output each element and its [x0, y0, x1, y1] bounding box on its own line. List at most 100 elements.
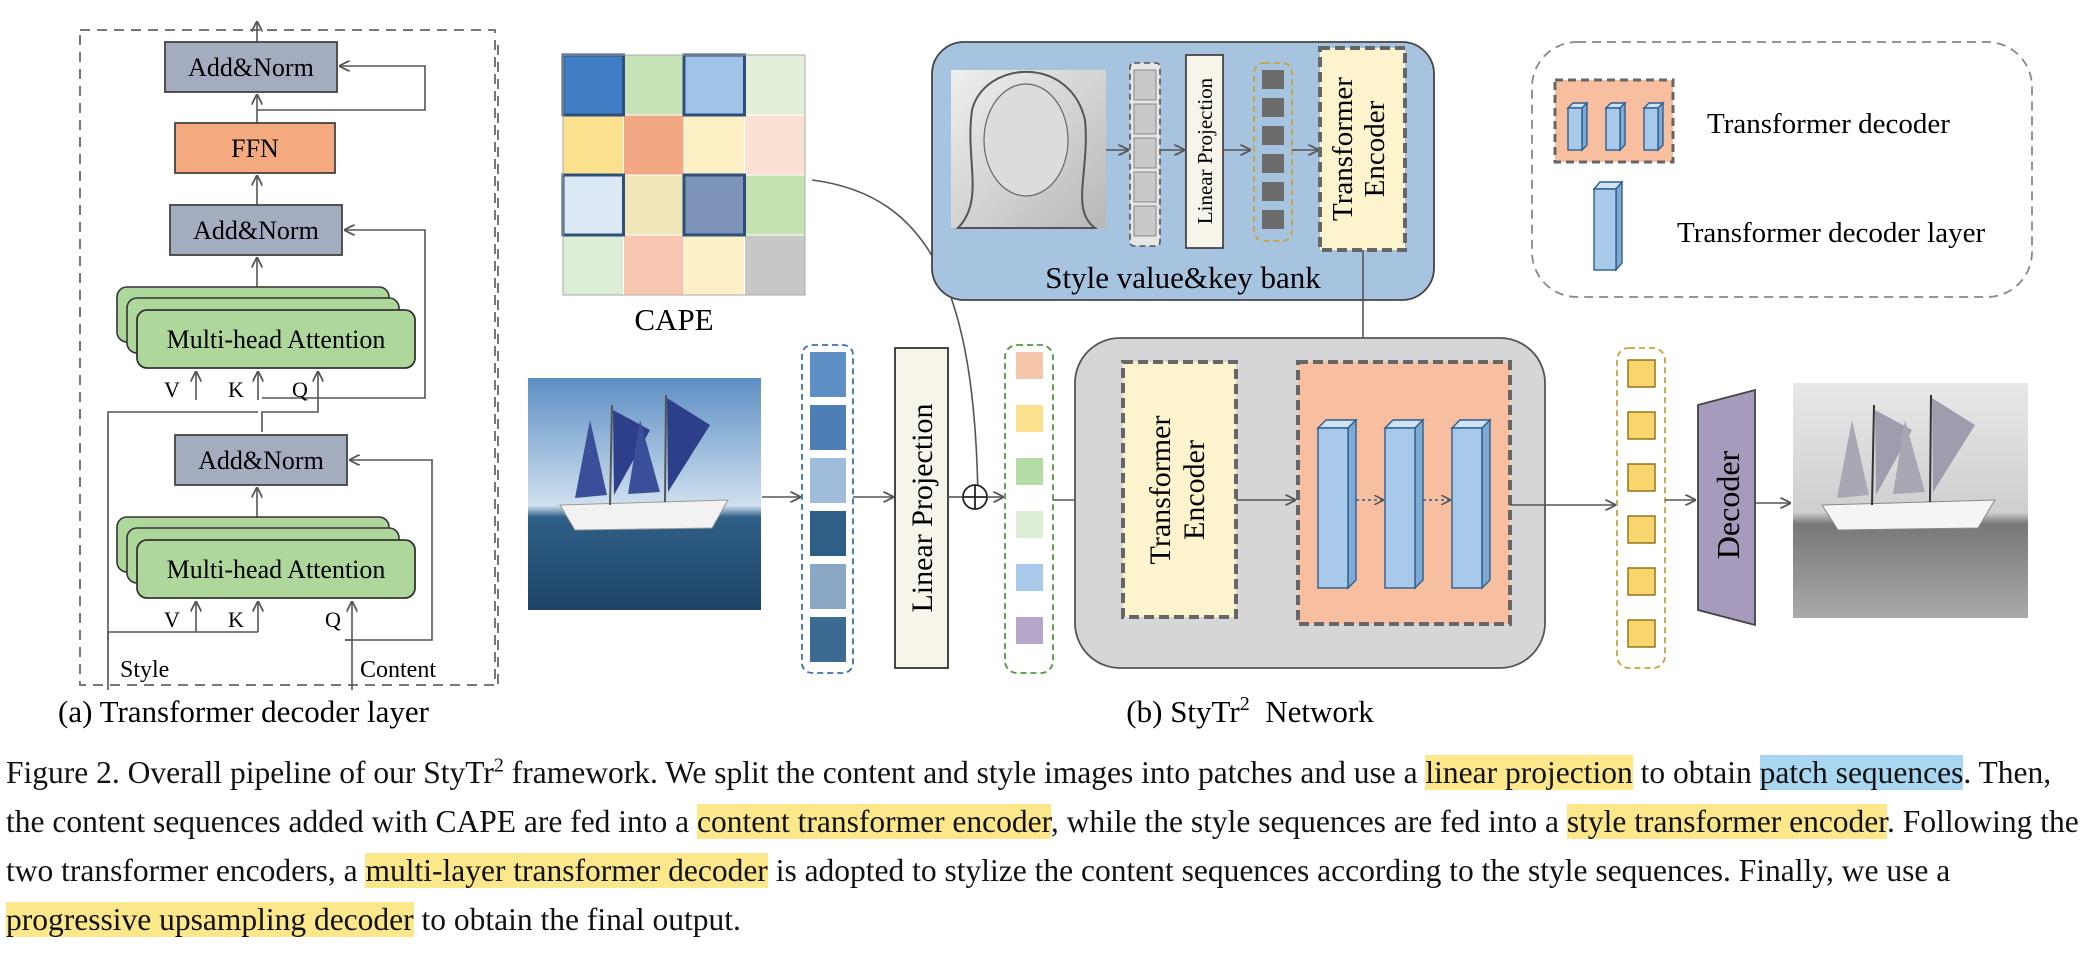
caption-text: is adopted to stylize the content sequen…: [767, 853, 1951, 888]
input-k-lower: K: [228, 607, 244, 632]
content-patch: [810, 564, 846, 609]
cape-highlight: [682, 173, 746, 237]
decoder-layer-prism: [1451, 427, 1483, 589]
output-token: [1627, 359, 1656, 388]
style-encoder-label-2: Encoder: [1359, 100, 1391, 197]
content-patch: [810, 617, 846, 662]
addnorm-top-box: [164, 41, 338, 93]
decoder-layer-prism: [1317, 427, 1349, 589]
style-patch: [1133, 69, 1157, 101]
content-branch: Linear Projection: [528, 344, 1125, 674]
link-line: [261, 400, 319, 432]
legend-mini-layer: [1657, 101, 1664, 152]
content-encoder-label-2: Encoder: [1178, 440, 1211, 540]
mha-lower-label: Multi-head Attention: [167, 555, 386, 584]
cape-cell: [562, 114, 624, 176]
cape-cell: [683, 114, 745, 176]
input-q-lower: Q: [325, 607, 341, 632]
addnorm-mid-label: Add&Norm: [193, 216, 319, 245]
addnorm-low-box: [174, 434, 348, 486]
legend-frame: [1531, 41, 2033, 298]
highlight-linear-projection: linear projection: [1425, 755, 1633, 790]
output-token: [1627, 619, 1656, 648]
style-input-line: [107, 411, 258, 640]
panel-a-caption: (a) Transformer decoder layer: [58, 694, 430, 729]
decoder-layer-prism: [1384, 427, 1416, 589]
output-token: [1627, 567, 1656, 596]
output-image: [1793, 383, 2028, 618]
caption-text: . Following the two transformer encoders…: [6, 804, 2079, 888]
content-patches: [801, 344, 854, 674]
style-bank-label: Style value&key bank: [1045, 260, 1321, 295]
style-patch: [1133, 103, 1157, 135]
pipeline-figure: Add&Norm FFN Add&Norm Multi-head Attenti…: [58, 0, 2033, 729]
caption-text: to obtain the final output.: [413, 902, 741, 937]
content-token: [1016, 617, 1043, 644]
cape-border: [562, 54, 806, 296]
legend-decoder-label: Transformer decoder: [1707, 108, 1950, 140]
decoder-layer-prism: [1347, 418, 1357, 590]
content-token: [1016, 352, 1043, 379]
content-token: [1016, 564, 1043, 591]
cape-cell: [744, 54, 806, 116]
cape-cell: [744, 174, 806, 236]
style-token: [1262, 182, 1284, 201]
style-token-sequence: [1253, 62, 1293, 242]
content-token: [1016, 405, 1043, 432]
content-image: [528, 378, 761, 610]
legend-mini-layer: [1643, 107, 1659, 151]
cape-grid: CAPE: [561, 53, 978, 500]
output-token: [1627, 411, 1656, 440]
figure-caption: Figure 2. Overall pipeline of our StyTr2…: [6, 748, 2091, 944]
input-v-upper: V: [164, 377, 180, 402]
panel-a-decoder-layer: Add&Norm FFN Add&Norm Multi-head Attenti…: [58, 22, 499, 729]
ffn-box: [174, 122, 336, 174]
mha-upper-box: [136, 309, 416, 369]
style-patch: [1133, 137, 1157, 169]
linear-projection-small-label: Linear Projection: [1193, 77, 1217, 224]
legend-mini-layer: [1619, 101, 1626, 152]
mha-upper-label: Multi-head Attention: [167, 325, 386, 354]
caption-sup: 2: [493, 754, 504, 777]
caption-text: to obtain: [1632, 755, 1760, 790]
highlight-content-encoder: content transformer encoder: [697, 804, 1051, 839]
style-token: [1262, 154, 1284, 173]
legend-mini-layer: [1605, 107, 1621, 151]
style-bank: Linear Projection Transformer Encoder St…: [931, 41, 1435, 360]
cape-cell: [683, 174, 745, 236]
content-patch: [810, 458, 846, 503]
output-token-sequence: [1616, 347, 1666, 669]
input-k-upper: K: [228, 377, 244, 402]
caption-text: Figure 2. Overall pipeline of our StyTr: [6, 755, 494, 790]
cape-label: CAPE: [634, 302, 713, 337]
style-token: [1262, 70, 1284, 89]
legend-layer-label: Transformer decoder layer: [1677, 217, 1985, 249]
style-patch: [1133, 171, 1157, 203]
legend-mini-layer: [1567, 107, 1583, 151]
cape-cell: [744, 114, 806, 176]
residual-line: [262, 230, 426, 399]
cape-cell: [683, 54, 745, 116]
content-token: [1016, 458, 1043, 485]
style-encoder-label-1: Transformer: [1327, 77, 1359, 221]
highlight-upsampling-decoder: progressive upsampling decoder: [6, 902, 414, 937]
legend: Transformer decoder Transformer decoder …: [1531, 41, 2033, 298]
styTr-network: Transformer Encoder: [1074, 337, 1615, 669]
panel-a-frame: [79, 29, 496, 686]
panel-b-caption: (b) StyTr2 Network: [1126, 693, 1374, 729]
addnorm-mid-box: [169, 204, 343, 256]
mha-lower-box: [136, 539, 416, 599]
caption-text: . Then, the content sequences added with…: [6, 755, 2052, 839]
input-q-upper: Q: [292, 377, 308, 402]
style-label: Style: [120, 657, 169, 683]
linear-projection-main-box: [894, 347, 949, 669]
content-encoder-box: [1121, 360, 1238, 619]
style-patch: [1133, 205, 1157, 237]
style-token: [1262, 98, 1284, 117]
residual-line: [257, 66, 426, 111]
cape-cell: [623, 174, 685, 236]
output-token: [1627, 515, 1656, 544]
residual-line: [345, 460, 433, 641]
content-patch: [810, 405, 846, 450]
style-encoder-box: [1318, 46, 1407, 252]
